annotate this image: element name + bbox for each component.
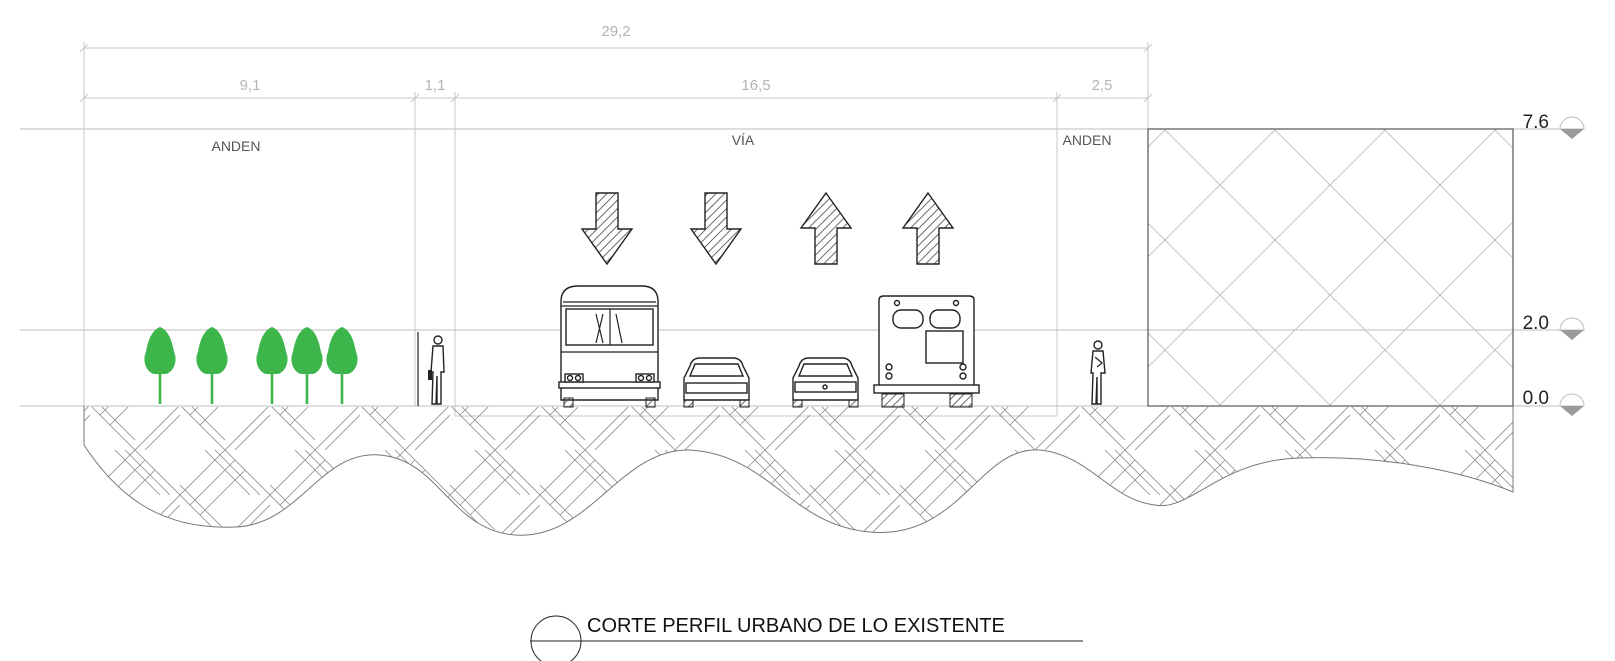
drawing-title: CORTE PERFIL URBANO DE LO EXISTENTE — [587, 615, 1005, 637]
dimension-anden-left: 9,1 — [240, 77, 261, 94]
car-icon — [792, 357, 859, 408]
arrow-down-icon — [689, 192, 743, 266]
tree-icon — [326, 327, 358, 404]
level-marker-icon — [1559, 393, 1585, 416]
level-label-ground: 0.0 — [1523, 388, 1549, 409]
soil-profile — [83, 406, 1514, 536]
arrow-up-icon — [799, 191, 853, 265]
level-marker-icon — [1559, 116, 1585, 139]
tree-icon — [196, 327, 228, 404]
tree-icon — [291, 327, 323, 404]
level-marker-top: 7.6 — [1523, 112, 1585, 139]
drawing-title-block: CORTE PERFIL URBANO DE LO EXISTENTE — [530, 615, 1083, 661]
car-icon — [683, 357, 750, 408]
pedestrian-icon — [1090, 340, 1106, 405]
tree-icon — [144, 327, 176, 404]
bus-icon — [558, 285, 661, 408]
tree-row — [144, 327, 358, 404]
level-label-top: 7.6 — [1523, 112, 1549, 133]
level-label-middle: 2.0 — [1523, 313, 1549, 334]
dimension-anden-right: 2,5 — [1092, 77, 1113, 94]
dimension-separator: 1,1 — [425, 77, 446, 94]
pedestrian-icon — [417, 332, 445, 406]
dimension-total: 29,2 — [601, 23, 630, 40]
section-title-symbol — [530, 615, 582, 661]
level-marker-icon — [1559, 317, 1585, 340]
dimension-via: 16,5 — [741, 77, 770, 94]
zone-label-via: VÍA — [732, 132, 755, 148]
building-block — [1147, 128, 1514, 407]
zone-label-anden-right: ANDEN — [1062, 132, 1111, 148]
tree-icon — [256, 327, 288, 404]
arrow-down-icon — [580, 192, 634, 266]
arrow-up-icon — [901, 191, 955, 265]
level-marker-ground: 0.0 — [1523, 388, 1585, 416]
bus-icon — [873, 295, 980, 408]
level-marker-middle: 2.0 — [1523, 313, 1585, 340]
zone-label-anden-left: ANDEN — [211, 138, 260, 154]
